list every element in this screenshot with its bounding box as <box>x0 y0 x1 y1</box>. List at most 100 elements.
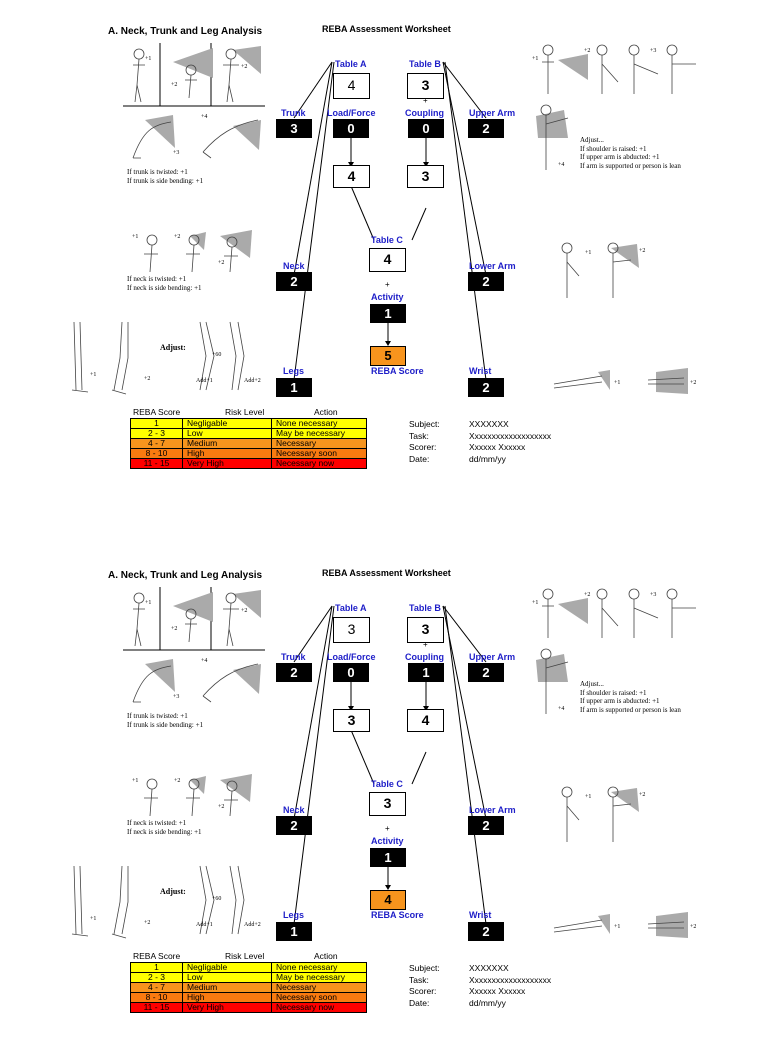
svg-text:+1: +1 <box>145 600 151 606</box>
neck-posture-illustration: +1 +2 +2 <box>132 774 252 817</box>
reba-score: 4 <box>370 890 406 910</box>
wrist-illustration: +1 +2 <box>553 368 696 394</box>
table-b-score: 3 <box>407 617 444 643</box>
table-c-score: 3 <box>369 792 406 816</box>
legs-adjust-label: Adjust: <box>160 343 186 352</box>
legs-label: Legs <box>283 910 305 920</box>
load-force-label: Load/Force <box>327 652 376 662</box>
info-values: XXXXXXX Xxxxxxxxxxxxxxxxxxx Xxxxxx Xxxxx… <box>469 419 551 465</box>
neck-side-note: If neck is side bending: +1 <box>127 828 202 836</box>
svg-text:+1: +1 <box>532 600 538 606</box>
trunk-label: Trunk <box>281 108 306 118</box>
svg-text:+2: +2 <box>639 792 645 798</box>
wrist-score: 2 <box>468 922 504 941</box>
arm-supported-note: If arm is supported or person is lean <box>580 162 681 170</box>
scorer-label: Scorer: <box>409 986 437 996</box>
svg-text:+1: +1 <box>585 794 591 800</box>
reba-score-label: REBA Score <box>371 366 424 376</box>
risk-header-action: Action <box>314 407 338 417</box>
section-title: A. Neck, Trunk and Leg Analysis <box>108 570 263 581</box>
arm-abducted-note: If upper arm is abducted: +1 <box>580 153 660 161</box>
wrist-score: 2 <box>468 378 504 397</box>
trunk-posture-illustration: +1 +2 +2 +4 +3 <box>123 43 265 159</box>
wrist-label: Wrist <box>469 910 492 920</box>
legs-adjust-label: Adjust: <box>160 887 186 896</box>
svg-text:+2: +2 <box>218 260 224 266</box>
upper-arm-label: Upper Arm <box>469 652 516 662</box>
svg-text:+4: +4 <box>558 162 564 168</box>
arm-supported-note: If arm is supported or person is lean <box>580 706 681 714</box>
table-b-label: Table B <box>409 603 441 613</box>
lower-arm-illustration: +1 +2 <box>561 242 645 298</box>
legs-posture-illustration: +1 +2 +60 Add+1 Add+2 <box>71 865 261 939</box>
svg-text:Add+2: Add+2 <box>244 922 261 928</box>
risk-header-level: Risk Level <box>225 407 265 417</box>
svg-text:+60: +60 <box>212 352 221 358</box>
flow-connectors <box>293 605 487 925</box>
flow-connectors <box>293 61 487 381</box>
arm-raised-note: If shoulder is raised: +1 <box>580 689 647 697</box>
svg-text:+2: +2 <box>639 248 645 254</box>
task-label: Task: <box>409 430 429 441</box>
upper-arm-illustration: +1 +2 +3 +4 <box>532 588 696 714</box>
svg-text:+4: +4 <box>558 706 564 712</box>
lower-arm-score: 2 <box>468 816 504 835</box>
svg-text:+2: +2 <box>171 82 177 88</box>
neck-label: Neck <box>283 805 305 815</box>
info-labels: Subject: Task: Scorer: Date: <box>409 419 440 465</box>
trunk-score: 3 <box>276 119 312 138</box>
svg-text:+2: +2 <box>584 592 590 598</box>
arm-raised-note: If shoulder is raised: +1 <box>580 145 647 153</box>
scorer-value: Xxxxxx Xxxxxx <box>469 442 526 452</box>
subject-label: Subject: <box>409 963 440 973</box>
svg-text:+1: +1 <box>145 56 151 62</box>
trunk-twist-note: If trunk is twisted: +1 <box>127 712 188 720</box>
svg-text:+1: +1 <box>532 56 538 62</box>
load-force-score: 0 <box>333 119 369 138</box>
lower-arm-score: 2 <box>468 272 504 291</box>
subject-value: XXXXXXX <box>469 963 509 973</box>
date-label: Date: <box>409 453 430 464</box>
legs-posture-illustration: +1 +2 +60 Add+1 Add+2 <box>71 321 261 395</box>
trunk-twist-note: If trunk is twisted: +1 <box>127 168 188 176</box>
table-c-score: 4 <box>369 248 406 272</box>
coupling-score: 1 <box>408 663 444 682</box>
info-labels: Subject: Task: Scorer: Date: <box>409 963 440 1009</box>
score-b: 3 <box>407 165 444 188</box>
svg-text:+3: +3 <box>173 150 179 156</box>
neck-score: 2 <box>276 272 312 291</box>
reba-score: 5 <box>370 346 406 366</box>
svg-text:+2: +2 <box>584 48 590 54</box>
section-title: A. Neck, Trunk and Leg Analysis <box>108 26 263 37</box>
svg-text:+2: +2 <box>218 804 224 810</box>
worksheet-title: REBA Assessment Worksheet <box>322 568 451 578</box>
neck-score: 2 <box>276 816 312 835</box>
load-force-label: Load/Force <box>327 108 376 118</box>
lower-arm-label: Lower Arm <box>469 805 516 815</box>
legs-label: Legs <box>283 366 305 376</box>
worksheet-title: REBA Assessment Worksheet <box>322 24 451 34</box>
table-b-label: Table B <box>409 59 441 69</box>
svg-text:+3: +3 <box>173 694 179 700</box>
svg-text:+2: +2 <box>171 626 177 632</box>
arm-abducted-note: If upper arm is abducted: +1 <box>580 697 660 705</box>
worksheet-2: A. Neck, Trunk and Leg Analysis REBA Ass… <box>0 544 768 1044</box>
neck-twist-note: If neck is twisted: +1 <box>127 819 187 827</box>
scorer-label: Scorer: <box>409 442 437 452</box>
svg-text:+2: +2 <box>690 924 696 930</box>
date-value: dd/mm/yy <box>469 997 506 1008</box>
activity-label: Activity <box>371 292 404 302</box>
trunk-label: Trunk <box>281 652 306 662</box>
table-c-label: Table C <box>371 235 403 245</box>
risk-header-score: REBA Score <box>133 407 181 417</box>
